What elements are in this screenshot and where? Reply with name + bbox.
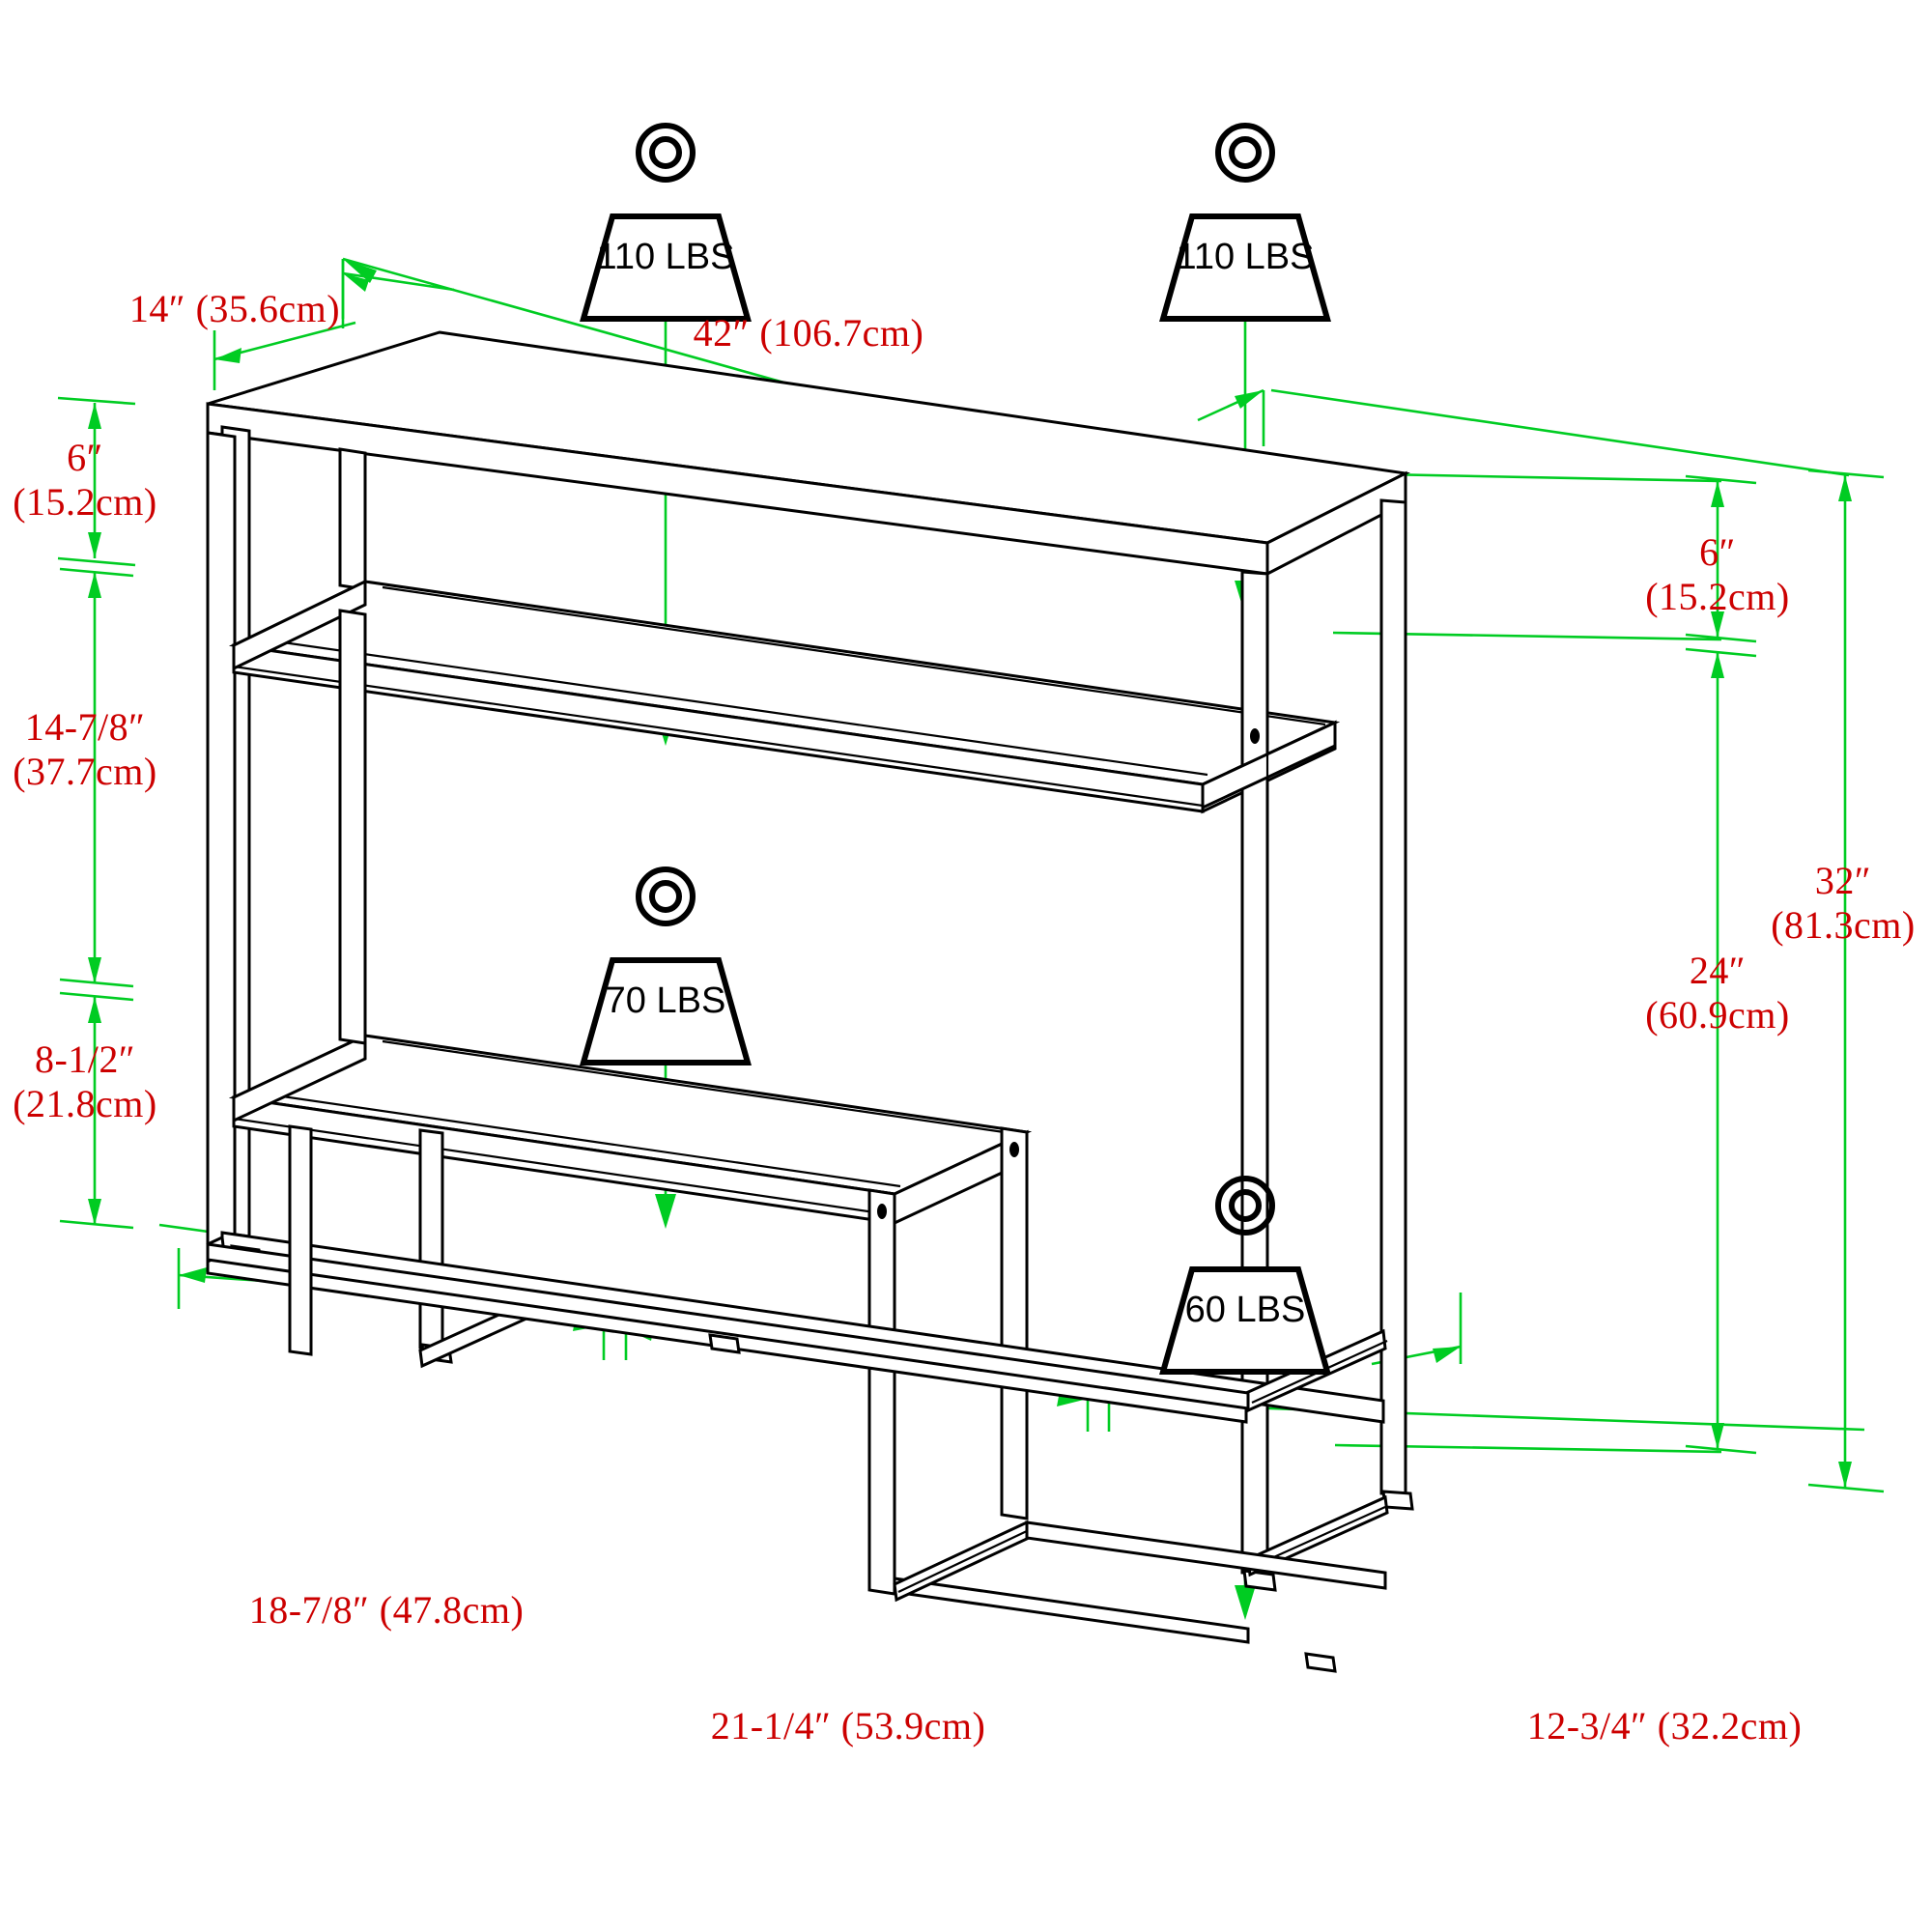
dim-label-bottom-21-1-4in: 21-1/4″ (53.9cm) [711, 1704, 986, 1747]
weight-icon-top-right: 110 LBS [1159, 123, 1331, 322]
weight-label-top-right: 110 LBS [1177, 237, 1315, 277]
foot-front-mid [708, 1333, 741, 1354]
dim-label-left-6in-cm: (15.2cm) [13, 480, 157, 524]
foot-front-right-lower [1304, 1652, 1337, 1673]
dim-label-right-6in: 6″ [1699, 530, 1736, 574]
weight-label-top-left: 110 LBS [597, 237, 735, 277]
dim-line-right-32in [1270, 388, 1885, 1493]
dim-label-right-32in: 32″ [1815, 859, 1871, 902]
weight-icon-middle: 70 LBS [580, 867, 752, 1065]
dim-line-left-8-1-2in [59, 997, 223, 1236]
dim-line-left-6in [57, 396, 136, 578]
top-panel [206, 330, 1410, 577]
dim-label-right-24in-cm: (60.9cm) [1645, 993, 1790, 1037]
rear-right-post [1379, 498, 1414, 1511]
weight-label-bottom: 60 LBS [1185, 1290, 1306, 1330]
dim-label-right-6in-cm: (15.2cm) [1645, 575, 1790, 618]
middle-shelf-rear-right-post [1000, 1126, 1029, 1520]
upper-shelf-right-return [1201, 720, 1337, 810]
dim-line-left-14-7-8in [59, 572, 134, 1002]
dim-label-right-24in: 24″ [1690, 949, 1746, 992]
dim-label-depth-top: 14″ (35.6cm) [129, 287, 340, 330]
weight-icon-top-left: 110 LBS [580, 123, 752, 322]
dim-label-left-8-1-2in-cm: (21.8cm) [13, 1082, 157, 1125]
upper-shelf [228, 580, 1341, 814]
weight-label-middle: 70 LBS [606, 980, 726, 1021]
dim-label-width-overall: 42″ (106.7cm) [694, 311, 924, 355]
bottom-front-lower-rail [206, 1242, 1250, 1410]
middle-shelf-rear-left-post [338, 609, 367, 1045]
middle-shelf-front-right-post [867, 1188, 896, 1596]
weight-icon-bottom: 60 LBS [1159, 1176, 1331, 1375]
dim-label-left-6in: 6″ [67, 436, 103, 479]
dim-label-left-14-7-8in-cm: (37.7cm) [13, 750, 157, 793]
console-table-illustration [206, 330, 1414, 1673]
dim-label-bottom-12-3-4in: 12-3/4″ (32.2cm) [1527, 1704, 1803, 1747]
dim-label-left-8-1-2in: 8-1/2″ [35, 1037, 135, 1081]
upper-shelf-left-return [232, 579, 367, 671]
lower-left-inner-post [288, 1124, 313, 1356]
dim-label-bottom-18-7-8in: 18-7/8″ (47.8cm) [249, 1588, 525, 1632]
bottom-shelf-cross-rail [893, 1577, 1250, 1644]
upper-back-left-post [338, 447, 367, 591]
dim-label-left-14-7-8in: 14-7/8″ [25, 705, 146, 749]
bottom-right-long-rail [1025, 1520, 1387, 1590]
dim-label-right-32in-cm: (81.3cm) [1771, 903, 1916, 947]
